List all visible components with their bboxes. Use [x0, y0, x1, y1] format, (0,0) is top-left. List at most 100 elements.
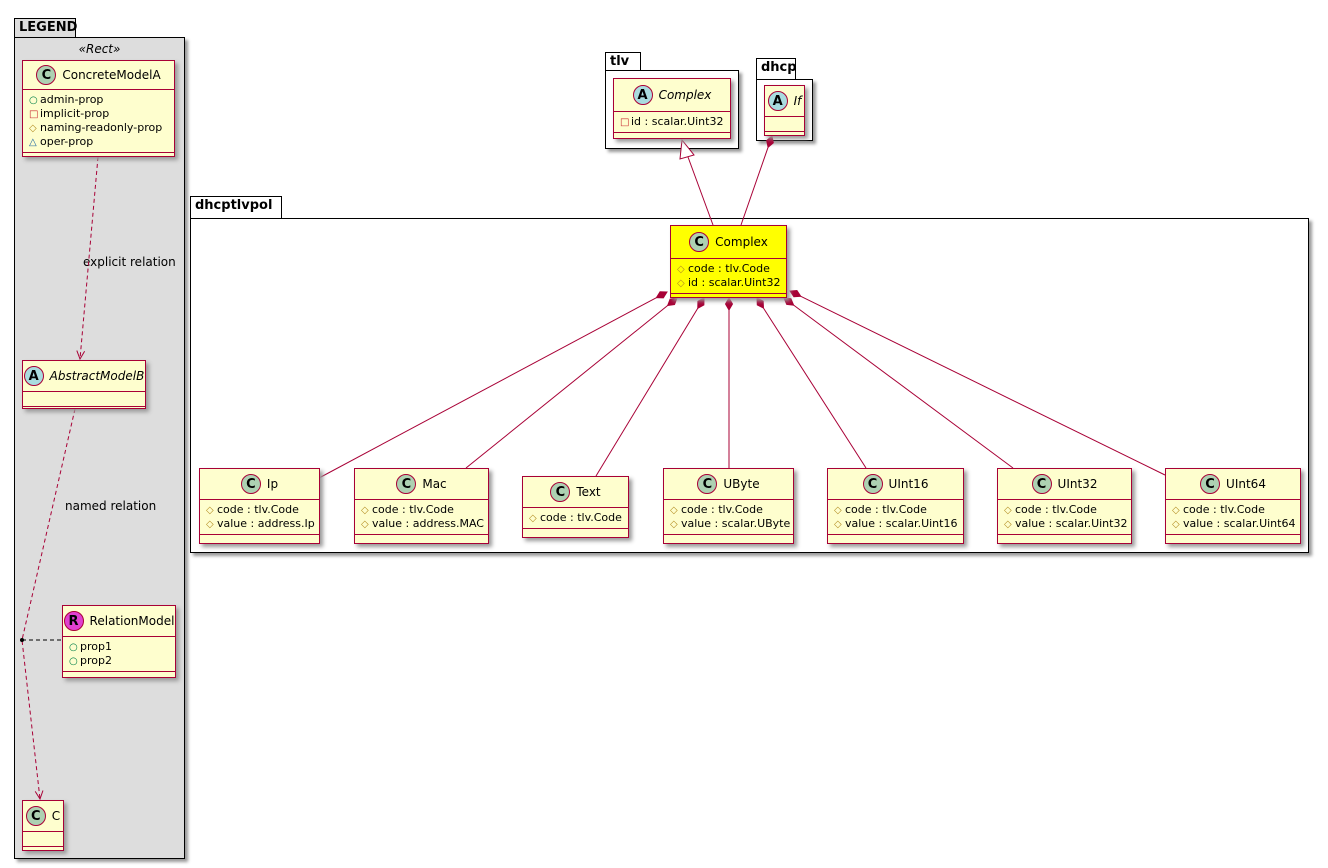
arrow-head-icon	[34, 790, 44, 801]
inheritance-triangle-icon	[679, 138, 695, 160]
class-attribute: ◇code : tlv.Code	[529, 511, 622, 525]
tlv-package-tab: tlv	[605, 52, 641, 71]
class-name: RelationModel	[89, 614, 175, 628]
class-attribute: ◇code : tlv.Code	[206, 503, 313, 517]
attribute-text: oper-prop	[40, 135, 94, 148]
composition-diamond-icon	[655, 291, 668, 299]
class-concreteA[interactable]: C ConcreteModelA ○admin-prop□implicit-prop…	[22, 60, 175, 157]
visibility-icon: ◇	[529, 513, 537, 524]
class-name: C	[51, 809, 61, 823]
junction-dot	[20, 638, 24, 642]
visibility-icon: ○	[29, 95, 38, 106]
explicit-relation-line	[79, 156, 99, 360]
composition-line	[763, 307, 867, 469]
class-name: Complex	[715, 235, 768, 249]
visibility-icon: ◇	[670, 519, 678, 530]
visibility-icon: ○	[69, 642, 78, 653]
visibility-icon: ◇	[677, 278, 685, 289]
legend-package-tab: LEGEND	[14, 18, 77, 38]
visibility-icon: ◇	[206, 519, 214, 530]
explicit-relation-label: explicit relation	[83, 255, 176, 269]
class-attributes: □id : scalar.Uint32	[614, 112, 730, 133]
class-icon: C	[240, 474, 261, 494]
composition-diamond-icon	[666, 297, 678, 307]
visibility-icon: ◇	[1004, 505, 1012, 516]
class-attribute: ◇naming-readonly-prop	[29, 121, 168, 135]
attribute-text: admin-prop	[40, 93, 104, 106]
attribute-text: naming-readonly-prop	[40, 121, 163, 134]
attribute-text: value : scalar.UByte	[681, 517, 791, 530]
attribute-text: code : tlv.Code	[1015, 503, 1097, 516]
class-attributes: ◇code : tlv.Code◇value : scalar.Uint16	[828, 500, 963, 535]
composition-diamond-icon	[783, 297, 795, 306]
visibility-icon: □	[620, 117, 630, 128]
attribute-text: code : tlv.Code	[845, 503, 927, 516]
class-attributes: ◇code : tlv.Code◇value : address.Ip	[200, 500, 319, 535]
arrow-head-icon	[76, 350, 86, 361]
attribute-text: code : tlv.Code	[1183, 503, 1265, 516]
legend-stereotype: «Rect»	[78, 42, 121, 56]
class-icon: C	[25, 806, 46, 826]
class-attribute: ◇code : tlv.Code	[1004, 503, 1125, 517]
class-attribute: ◇code : tlv.Code	[1172, 503, 1294, 517]
visibility-icon: ◇	[677, 264, 685, 275]
dhcp-package-tab: dhcp	[756, 58, 797, 80]
class-attribute: □implicit-prop	[29, 107, 168, 121]
composition-line	[465, 305, 668, 469]
dhcptlvpol-package-tab: dhcptlvpol	[190, 196, 282, 219]
class-name: Ip	[266, 477, 279, 491]
class-icon: C	[697, 474, 718, 494]
visibility-icon: ◇	[29, 123, 37, 134]
class-attribute: ◇code : tlv.Code	[670, 503, 787, 517]
attribute-text: id : scalar.Uint32	[631, 115, 724, 128]
class-attribute: △oper-prop	[29, 135, 168, 149]
class-name: UByte	[723, 477, 760, 491]
attribute-text: code : tlv.Code	[540, 511, 622, 524]
composition-line	[800, 295, 1166, 476]
attribute-text: code : tlv.Code	[681, 503, 763, 516]
class-attributes: ◇code : tlv.Code◇id : scalar.Uint32	[671, 259, 786, 294]
class-attribute: ◇value : scalar.UByte	[670, 517, 791, 531]
composition-diamond-icon	[697, 297, 705, 310]
class-attribute: □id : scalar.Uint32	[620, 115, 724, 129]
composition-diamond-icon	[789, 289, 802, 298]
class-attributes: ○admin-prop□implicit-prop◇naming-readonl…	[23, 90, 174, 153]
attribute-text: id : scalar.Uint32	[688, 276, 781, 289]
class-name: ConcreteModelA	[62, 68, 161, 82]
class-name: Mac	[422, 477, 447, 491]
legend-package	[14, 37, 185, 859]
class-attribute: ◇code : tlv.Code	[677, 262, 780, 276]
class-attribute: ◇code : tlv.Code	[361, 503, 482, 517]
attribute-text: code : tlv.Code	[217, 503, 299, 516]
class-icon: C	[689, 232, 710, 252]
class-icon: C	[862, 474, 883, 494]
visibility-icon: ◇	[1004, 519, 1012, 530]
composition-diamond-icon	[724, 297, 734, 311]
visibility-icon: ◇	[361, 505, 369, 516]
class-attribute: ◇code : tlv.Code	[834, 503, 957, 517]
class-icon: C	[36, 65, 57, 85]
visibility-icon: ◇	[834, 505, 842, 516]
abstract-class-icon: A	[23, 366, 44, 386]
class-attribute: ○admin-prop	[29, 93, 168, 107]
class-header: C Ip	[200, 469, 319, 500]
